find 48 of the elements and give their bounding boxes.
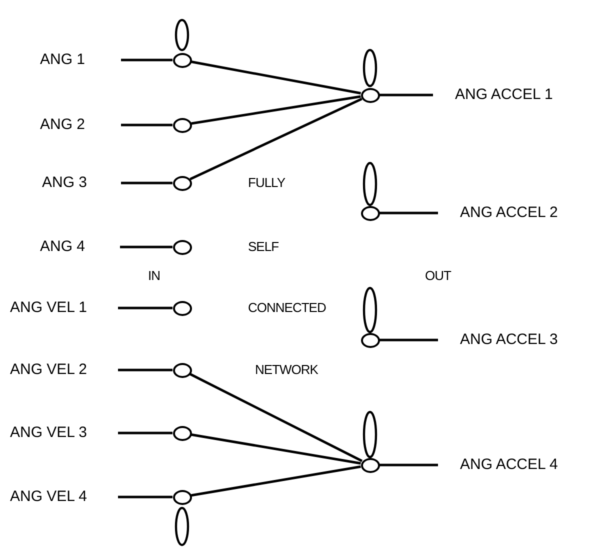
connection-line xyxy=(191,60,361,94)
neuron-circle xyxy=(172,490,192,504)
signal-label: ANG VEL 2 xyxy=(10,361,87,379)
connection-line xyxy=(120,246,172,248)
connection-line xyxy=(118,496,172,498)
signal-label: ANG ACCEL 4 xyxy=(460,456,558,474)
annotation-text: FULLY xyxy=(248,175,285,191)
signal-label: ANG ACCEL 2 xyxy=(460,204,558,222)
annotation-text: CONNECTED xyxy=(248,300,326,316)
connection-line xyxy=(121,182,172,184)
neuron-circle xyxy=(172,362,192,378)
signal-label: ANG 3 xyxy=(42,174,88,192)
connection-line xyxy=(121,58,172,62)
neuron-circle xyxy=(172,52,192,68)
annotation-text: IN xyxy=(148,268,160,284)
connection-line xyxy=(118,306,172,310)
neuron-circle xyxy=(172,240,192,254)
connection-line xyxy=(380,94,433,96)
connection-line xyxy=(189,372,363,462)
connection-line xyxy=(191,465,361,497)
connection-line xyxy=(191,95,361,125)
connection-line xyxy=(118,368,172,372)
signal-label: ANG VEL 1 xyxy=(10,299,87,317)
connection-line xyxy=(190,98,362,180)
annotation-text: NETWORK xyxy=(255,362,318,378)
neuron-circle xyxy=(360,458,380,472)
signal-label: ANG VEL 3 xyxy=(10,424,87,442)
signal-label: ANG 1 xyxy=(40,51,86,69)
connection-line xyxy=(191,433,361,465)
signal-label: ANG ACCEL 3 xyxy=(460,331,558,349)
connection-line xyxy=(380,338,438,342)
connection-line xyxy=(380,464,438,466)
connection-line xyxy=(380,212,438,214)
signal-label: ANG 4 xyxy=(40,238,86,256)
connection-line xyxy=(118,432,172,434)
annotation-text: OUT xyxy=(425,268,451,284)
neuron-circle xyxy=(172,176,192,190)
neuron-circle xyxy=(172,118,192,132)
neuron-circle xyxy=(360,206,380,220)
connection-line xyxy=(121,124,172,126)
neuron-circle xyxy=(172,300,192,316)
annotation-text: SELF xyxy=(248,239,279,255)
signal-label: ANG VEL 4 xyxy=(10,488,87,506)
signal-label: ANG ACCEL 1 xyxy=(455,86,553,104)
neuron-circle xyxy=(360,332,380,348)
neuron-circle xyxy=(360,88,380,102)
signal-label: ANG 2 xyxy=(40,116,86,134)
neuron-circle xyxy=(172,426,192,440)
